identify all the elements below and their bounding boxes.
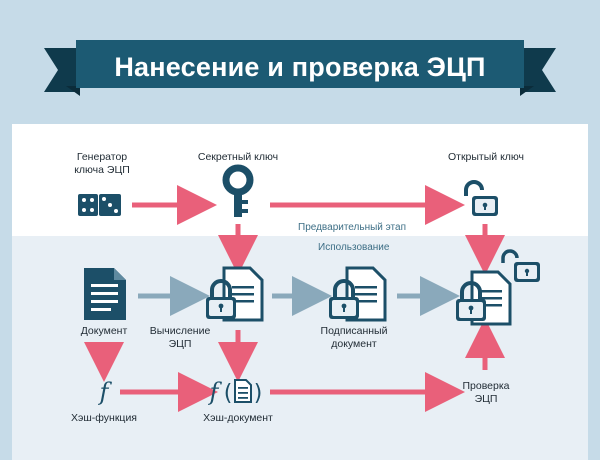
stage-usage-label: Использование bbox=[318, 242, 390, 253]
svg-text:): ) bbox=[254, 381, 263, 406]
secret-key-label: Секретный ключ bbox=[197, 151, 279, 163]
svg-text:f: f bbox=[98, 378, 113, 406]
open-padlock-small-icon bbox=[501, 249, 540, 282]
generator-label: Генератор ключа ЭЦП bbox=[74, 151, 130, 176]
calculation-label: Вычисление ЭЦП bbox=[149, 325, 211, 350]
hash-document-label: Хэш-документ bbox=[203, 412, 273, 424]
verification-document-icon bbox=[456, 270, 512, 326]
dice-icon bbox=[78, 194, 121, 216]
document-label: Документ bbox=[80, 325, 128, 337]
hash-function-label: Хэш-функция bbox=[70, 412, 137, 424]
stage-preliminary-label: Предварительный этап bbox=[298, 222, 406, 233]
preliminary-panel bbox=[12, 124, 588, 236]
title-banner bbox=[44, 40, 556, 96]
signed-document-icon bbox=[329, 266, 387, 322]
svg-text:f: f bbox=[208, 378, 223, 406]
open-padlock-icon bbox=[464, 180, 498, 216]
key-icon bbox=[222, 164, 254, 217]
signed-document-label: Подписанный документ bbox=[320, 325, 388, 350]
svg-text:(: ( bbox=[224, 381, 233, 406]
function-symbol-icon: f bbox=[98, 378, 113, 406]
verification-label: Проверка ЭЦП bbox=[462, 380, 510, 405]
document-icon bbox=[84, 268, 126, 320]
page-title: Нанесение и проверка ЭЦП bbox=[114, 51, 486, 82]
locked-document-icon bbox=[206, 266, 264, 322]
hash-document-icon: f ( ) bbox=[208, 378, 263, 406]
public-key-label: Открытый ключ bbox=[447, 151, 525, 163]
